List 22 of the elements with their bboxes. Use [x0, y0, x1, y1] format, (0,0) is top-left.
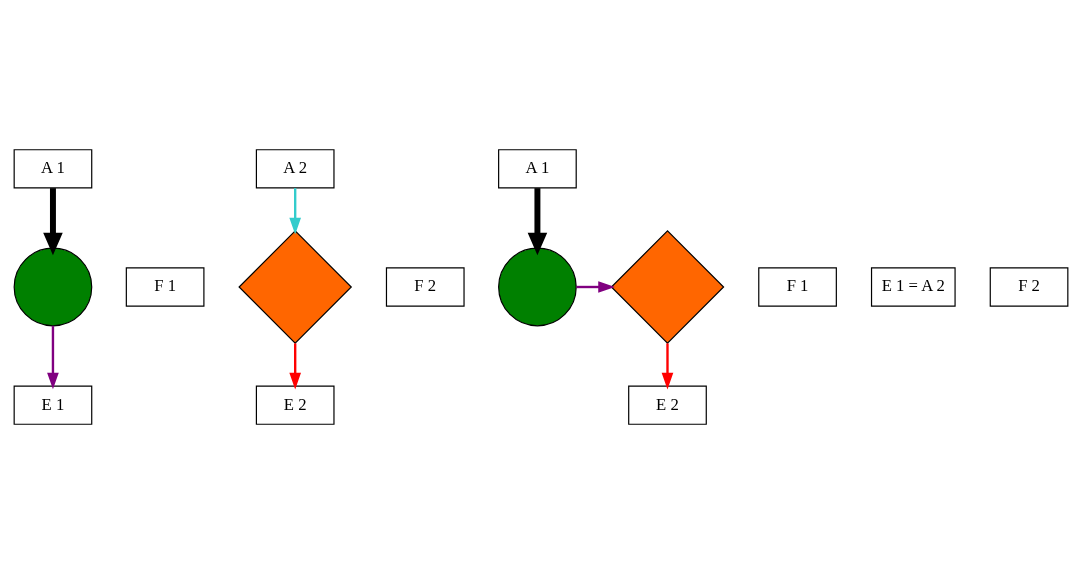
- node-box: F 2: [989, 266, 1069, 307]
- node-box: A 1: [13, 148, 93, 189]
- arrow: [289, 187, 302, 234]
- node-box: F 2: [385, 266, 465, 307]
- arrow: [661, 342, 674, 389]
- node-box: E 2: [255, 384, 335, 425]
- node-diamond: [238, 229, 353, 344]
- node-circle: [498, 247, 577, 326]
- node-circle: [13, 247, 93, 326]
- arrow: [289, 342, 302, 389]
- node-box: A 2: [255, 148, 335, 189]
- node-diamond: [610, 229, 725, 344]
- arrow: [43, 187, 63, 255]
- node-box: E 1: [13, 384, 93, 425]
- node-box: A 1: [498, 148, 577, 189]
- node-box: F 1: [125, 266, 205, 307]
- arrow: [47, 325, 59, 389]
- node-box: F 1: [758, 266, 837, 307]
- node-box: E 2: [628, 384, 707, 425]
- arrow: [576, 280, 615, 293]
- arrow: [527, 187, 548, 255]
- node-box: E 1 = A 2: [870, 266, 956, 307]
